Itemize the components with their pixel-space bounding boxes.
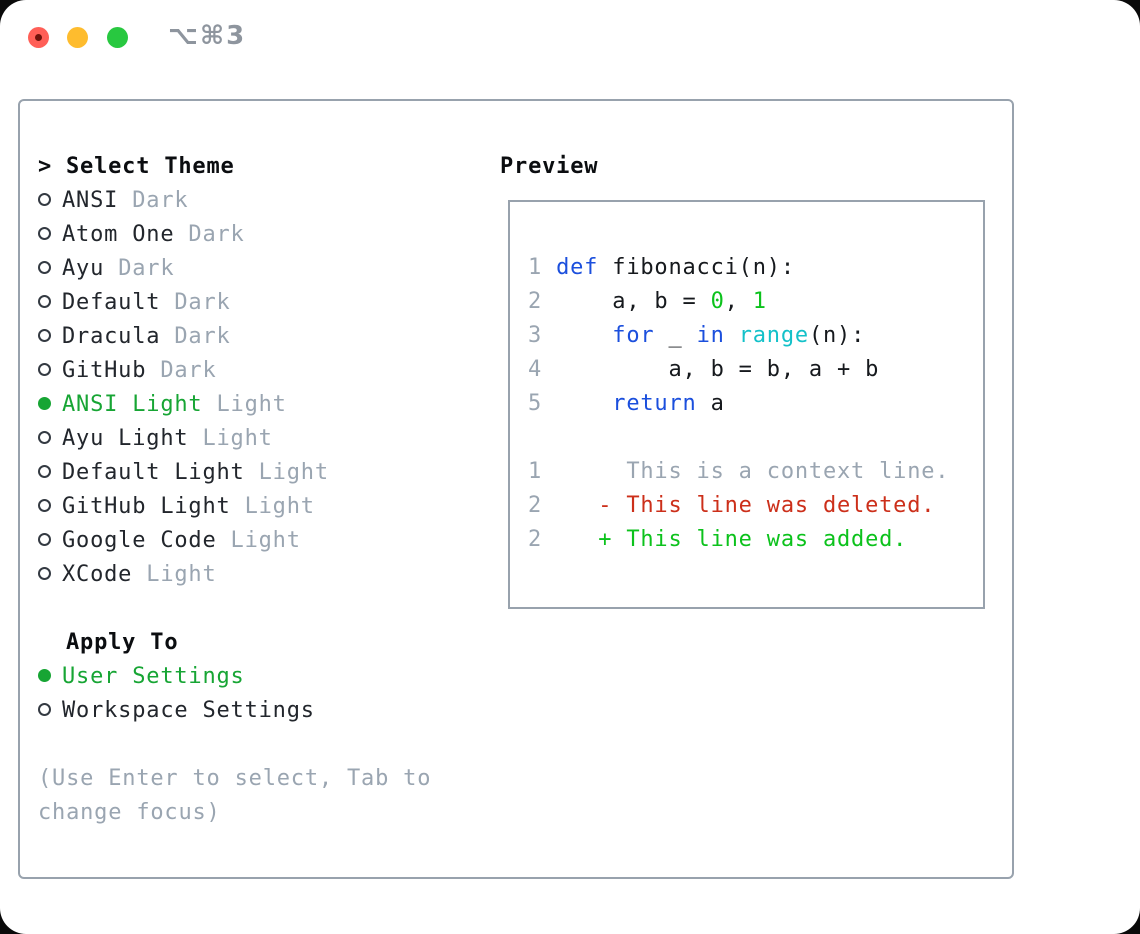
- preview-header: Preview: [500, 150, 598, 184]
- theme-option-label: Default: [62, 290, 175, 315]
- theme-variant-label: Dark: [118, 256, 175, 281]
- radio-icon: [38, 566, 51, 580]
- prompt-caret-icon: >: [38, 154, 53, 179]
- theme-option-ansi[interactable]: ANSI Dark: [38, 184, 431, 218]
- theme-variant-label: Light: [146, 562, 217, 587]
- theme-variant-label: Light: [216, 392, 287, 417]
- diff-line-added: 2 + This line was added.: [528, 527, 908, 552]
- help-text: (Use Enter to select, Tab to change focu…: [38, 762, 431, 830]
- theme-variant-label: Light: [202, 426, 273, 451]
- radio-icon: [38, 328, 51, 342]
- radio-icon: [38, 532, 51, 546]
- theme-option-label: Dracula: [62, 324, 175, 349]
- code-line: 5 return a: [528, 391, 725, 416]
- radio-icon: [38, 498, 51, 512]
- close-button[interactable]: [28, 27, 49, 48]
- theme-option-github-light[interactable]: GitHub Light Light: [38, 490, 431, 524]
- titlebar: ⌥⌘3: [0, 0, 1140, 76]
- radio-icon: [38, 464, 51, 478]
- theme-option-label: Ayu Light: [62, 426, 203, 451]
- diff-line-context: 1 This is a context line.: [528, 459, 950, 484]
- preview-box: 1 def fibonacci(n): 2 a, b = 0, 1 3 for _ …: [508, 200, 985, 609]
- radio-icon: [38, 294, 51, 308]
- theme-option-google-code[interactable]: Google Code Light: [38, 524, 431, 558]
- theme-option-label: Google Code: [62, 528, 231, 553]
- theme-option-label: ANSI: [62, 188, 133, 213]
- radio-selected-icon: [38, 668, 51, 682]
- code-line: 4 a, b = b, a + b: [528, 357, 880, 382]
- theme-variant-label: Dark: [160, 358, 217, 383]
- theme-option-label: Default Light: [62, 460, 259, 485]
- theme-variant-label: Dark: [188, 222, 245, 247]
- code-line: 3 for _ in range(n):: [528, 323, 866, 348]
- theme-option-label: GitHub: [62, 358, 161, 383]
- line-number: 4: [528, 357, 557, 382]
- select-theme-title: Select Theme: [66, 154, 235, 179]
- preview-column: Preview: [500, 150, 598, 184]
- code-line: 1 def fibonacci(n):: [528, 255, 795, 280]
- help-line-2: change focus): [38, 800, 221, 825]
- theme-option-label: GitHub Light: [62, 494, 245, 519]
- apply-option-label: User Settings: [62, 664, 245, 689]
- radio-selected-icon: [38, 396, 51, 410]
- preview-title: Preview: [500, 154, 599, 179]
- radio-icon: [38, 226, 51, 240]
- theme-option-xcode[interactable]: XCode Light: [38, 558, 431, 592]
- help-line-1: (Use Enter to select, Tab to: [38, 766, 432, 791]
- line-number: 2: [528, 289, 557, 314]
- line-number: 1: [528, 459, 557, 484]
- blank-line: [528, 421, 983, 455]
- theme-variant-label: Dark: [174, 324, 231, 349]
- diff-snippet: 1 This is a context line. 2 - This line w…: [528, 455, 983, 557]
- theme-variant-label: Dark: [132, 188, 189, 213]
- maximize-button[interactable]: [107, 27, 128, 48]
- theme-option-ansi-light[interactable]: ANSI Light Light: [38, 388, 431, 422]
- line-number: 5: [528, 391, 557, 416]
- theme-option-default-light[interactable]: Default Light Light: [38, 456, 431, 490]
- minimize-button[interactable]: [67, 27, 88, 48]
- theme-variant-label: Dark: [174, 290, 231, 315]
- apply-to-header: Apply To: [38, 626, 431, 660]
- theme-option-label: ANSI Light: [62, 392, 217, 417]
- apply-option-user-settings[interactable]: User Settings: [38, 660, 431, 694]
- line-number: 3: [528, 323, 557, 348]
- unsaved-dot-icon: [35, 34, 42, 41]
- line-number: 2: [528, 527, 557, 552]
- line-number: 2: [528, 493, 557, 518]
- theme-option-ayu-light[interactable]: Ayu Light Light: [38, 422, 431, 456]
- apply-option-label: Workspace Settings: [62, 698, 315, 723]
- theme-option-github[interactable]: GitHub Dark: [38, 354, 431, 388]
- gap: [38, 728, 431, 762]
- diff-line-deleted: 2 - This line was deleted.: [528, 493, 936, 518]
- theme-variant-label: Light: [258, 460, 329, 485]
- radio-icon: [38, 192, 51, 206]
- radio-icon: [38, 260, 51, 274]
- theme-option-label: Atom One: [62, 222, 189, 247]
- radio-icon: [38, 702, 51, 716]
- apply-to-title: Apply To: [66, 630, 179, 655]
- theme-variant-label: Light: [244, 494, 315, 519]
- code-snippet: 1 def fibonacci(n): 2 a, b = 0, 1 3 for _ …: [528, 251, 983, 421]
- select-theme-header: > Select Theme: [38, 150, 431, 184]
- radio-icon: [38, 362, 51, 376]
- theme-option-dracula[interactable]: Dracula Dark: [38, 320, 431, 354]
- code-line: 2 a, b = 0, 1: [528, 289, 767, 314]
- theme-option-label: XCode: [62, 562, 147, 587]
- radio-icon: [38, 430, 51, 444]
- theme-option-ayu[interactable]: Ayu Dark: [38, 252, 431, 286]
- theme-option-default[interactable]: Default Dark: [38, 286, 431, 320]
- theme-variant-label: Light: [230, 528, 301, 553]
- theme-option-atom-one[interactable]: Atom One Dark: [38, 218, 431, 252]
- line-number: 1: [528, 255, 557, 280]
- gap: [38, 592, 431, 626]
- apply-option-workspace-settings[interactable]: Workspace Settings: [38, 694, 431, 728]
- window-shortcut-label: ⌥⌘3: [168, 21, 247, 51]
- theme-option-label: Ayu: [62, 256, 119, 281]
